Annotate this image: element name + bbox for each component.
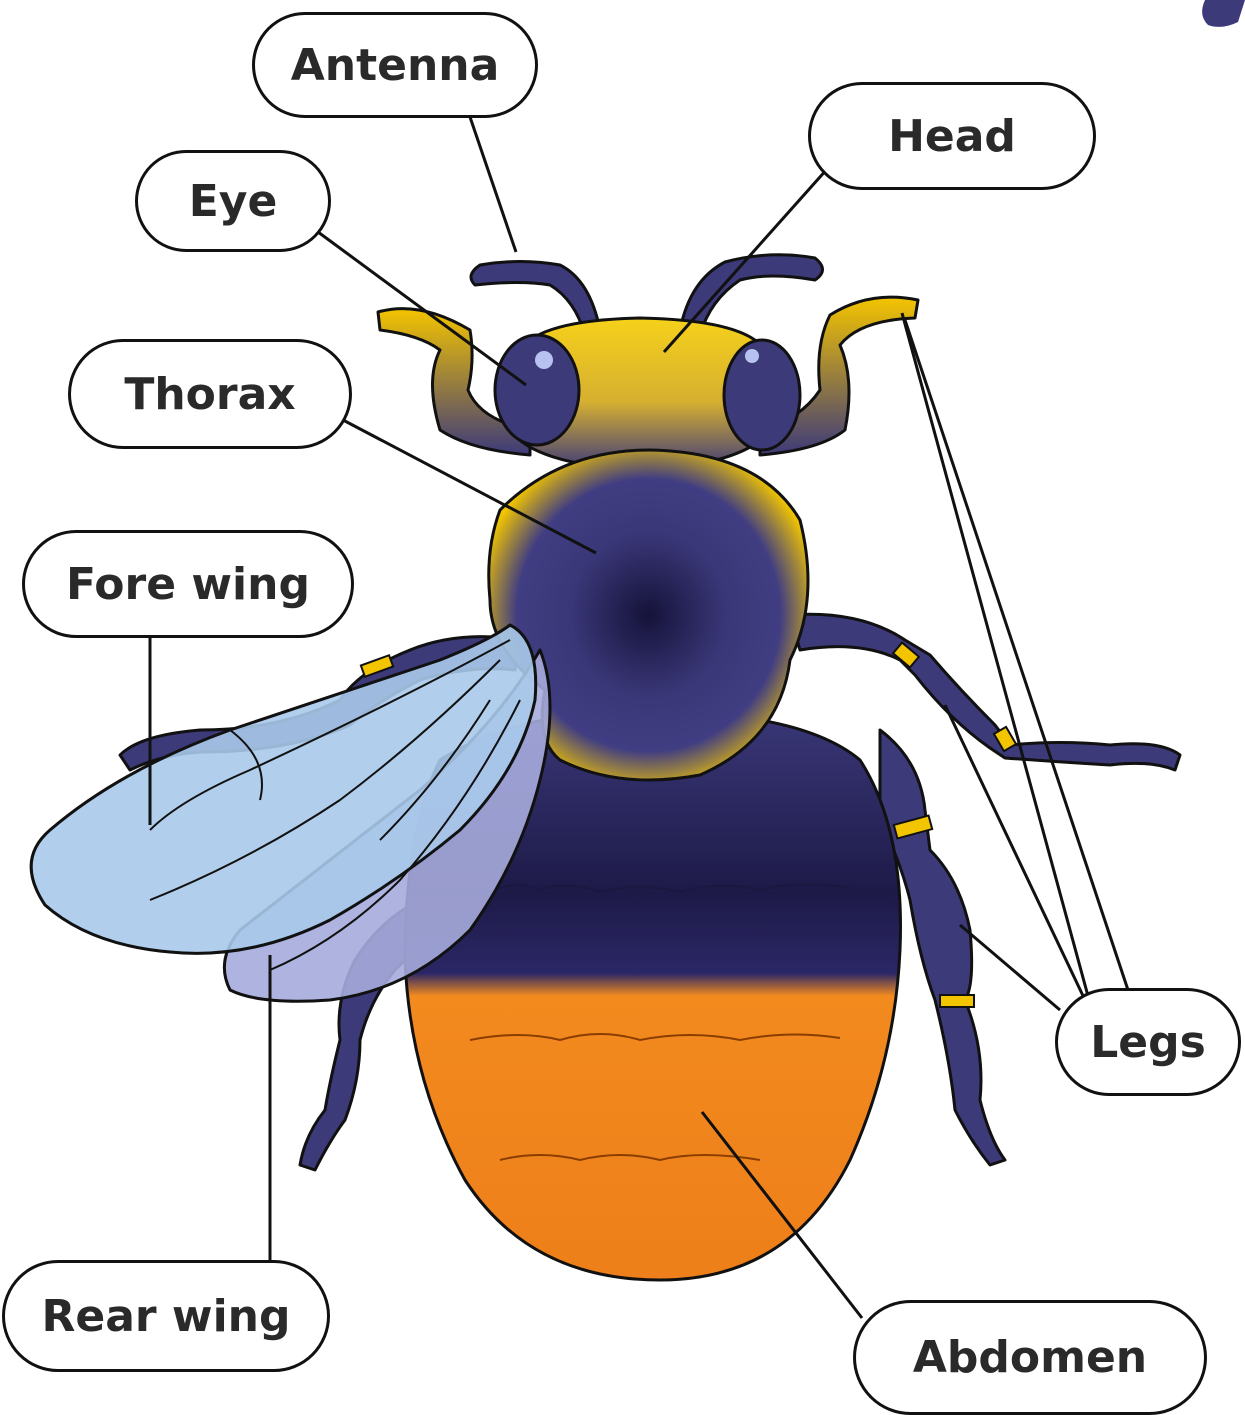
head-shape <box>495 318 800 470</box>
label-fore-wing: Fore wing <box>22 530 354 638</box>
label-abdomen: Abdomen <box>853 1300 1207 1415</box>
label-rear-wing: Rear wing <box>2 1260 330 1372</box>
label-thorax: Thorax <box>68 339 352 449</box>
label-eye: Eye <box>135 150 331 252</box>
eye-leader <box>318 232 526 385</box>
label-antenna: Antenna <box>252 12 538 118</box>
antenna-leader <box>470 117 516 252</box>
label-head: Head <box>808 82 1096 190</box>
corner-decoration <box>1202 0 1245 27</box>
label-legs: Legs <box>1055 988 1241 1096</box>
